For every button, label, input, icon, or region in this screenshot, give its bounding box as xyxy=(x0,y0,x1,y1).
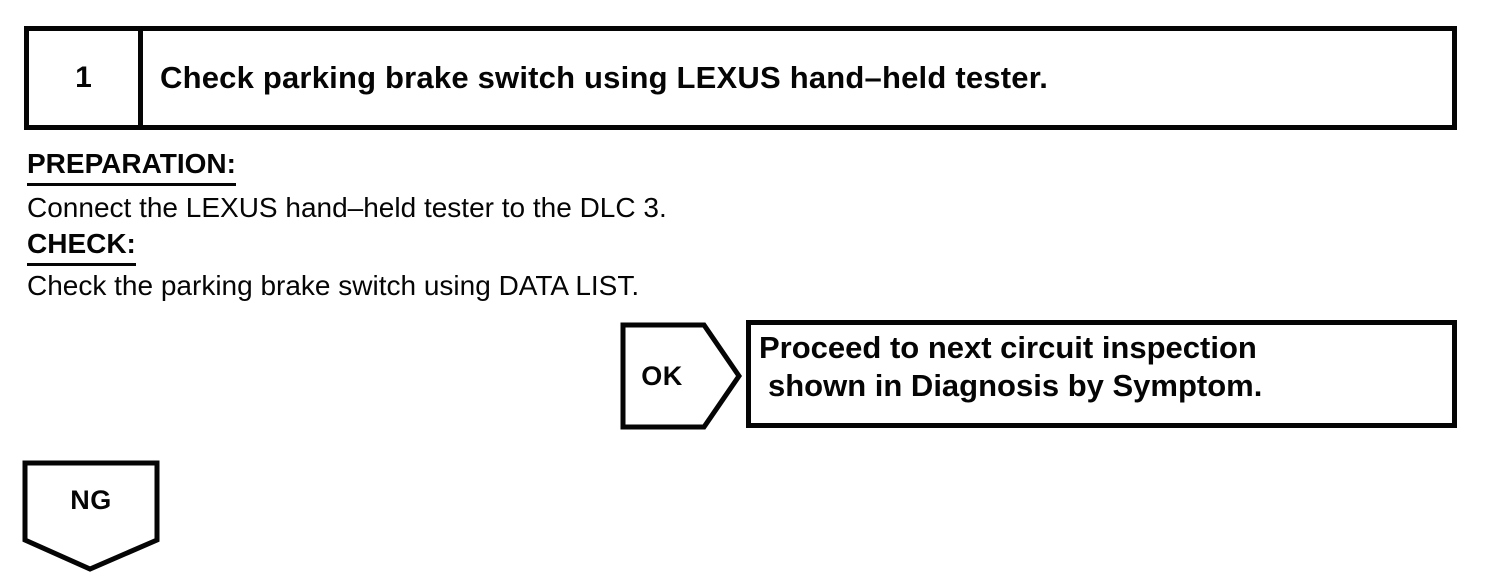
ng-connector: NG xyxy=(22,460,160,572)
preparation-body: Connect the LEXUS hand–held tester to th… xyxy=(27,192,667,223)
step-box: 1 Check parking brake switch using LEXUS… xyxy=(24,26,1457,130)
ok-connector-label: OK xyxy=(641,360,683,391)
step-number: 1 xyxy=(29,31,143,125)
ok-arrow-right-icon xyxy=(620,322,742,430)
ng-connector-label: NG xyxy=(70,484,112,515)
check-section-label-row: CHECK: xyxy=(27,228,136,266)
check-body: Check the parking brake switch using DAT… xyxy=(27,270,640,301)
ok-action-box: Proceed to next circuit inspection shown… xyxy=(746,320,1457,428)
preparation-label: PREPARATION: xyxy=(27,148,236,186)
check-label: CHECK: xyxy=(27,228,136,266)
ok-connector: OK xyxy=(620,322,742,430)
ng-arrow-down-icon xyxy=(22,460,160,572)
ok-action-line-1: Proceed to next circuit inspection xyxy=(759,330,1257,365)
step-title: Check parking brake switch using LEXUS h… xyxy=(160,60,1049,95)
ok-action-line-2: shown in Diagnosis by Symptom. xyxy=(768,368,1263,403)
preparation-section-label-row: PREPARATION: xyxy=(27,148,236,186)
